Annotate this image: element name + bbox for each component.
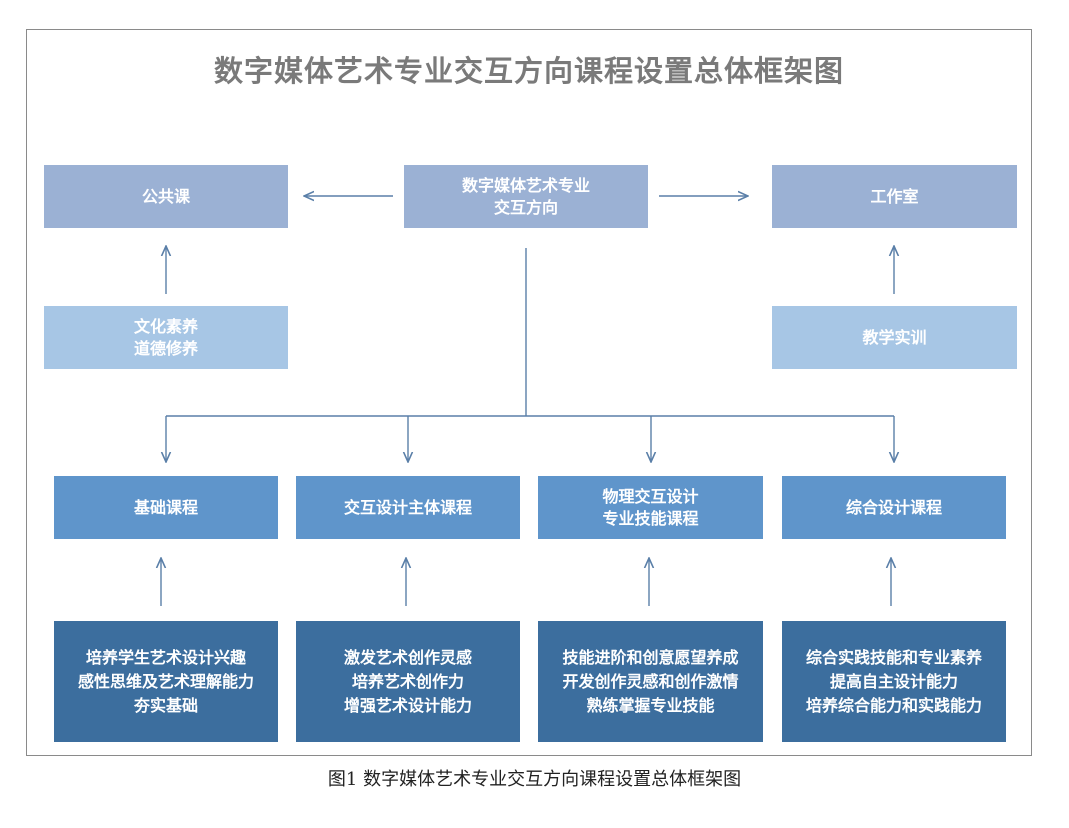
goal-line: 综合实践技能和专业素养: [805, 647, 982, 667]
goal-line: 培养艺术创作力: [351, 671, 464, 691]
public-course-label: 公共课: [141, 186, 190, 206]
course-title: 综合设计课程: [845, 497, 942, 517]
culture-line1: 文化素养: [133, 316, 198, 336]
center-major-box: 数字媒体艺术专业 交互方向: [404, 165, 648, 228]
goal-box-basic: 培养学生艺术设计兴趣 感性思维及艺术理解能力 夯实基础: [54, 621, 278, 742]
teaching-practice-box: 教学实训: [772, 306, 1017, 369]
goal-line: 提高自主设计能力: [829, 671, 958, 691]
course-box-basic: 基础课程: [54, 476, 278, 539]
goal-line: 夯实基础: [133, 695, 198, 715]
course-title-line2: 专业技能课程: [602, 508, 699, 528]
figure-caption: 图1 数字媒体艺术专业交互方向课程设置总体框架图: [327, 769, 742, 790]
course-title-line1: 物理交互设计: [602, 486, 699, 506]
goal-line: 增强艺术设计能力: [343, 695, 472, 715]
culture-line2: 道德修养: [133, 338, 198, 358]
teaching-practice-label: 教学实训: [862, 327, 927, 347]
goal-line: 熟练掌握专业技能: [586, 695, 715, 715]
goal-line: 激发艺术创作灵感: [343, 647, 472, 667]
goal-box-physical-interaction: 技能进阶和创意愿望养成 开发创作灵感和创作激情 熟练掌握专业技能: [538, 621, 763, 742]
goal-line: 开发创作灵感和创作激情: [562, 671, 739, 691]
studio-box: 工作室: [772, 165, 1017, 228]
culture-morality-box: 文化素养 道德修养: [44, 306, 288, 369]
course-title: 交互设计主体课程: [343, 497, 472, 517]
course-box-interaction-main: 交互设计主体课程: [296, 476, 520, 539]
course-title: 基础课程: [133, 497, 198, 517]
goal-line: 培养综合能力和实践能力: [805, 695, 982, 715]
diagram-frame: [26, 29, 1032, 756]
center-major-line2: 交互方向: [493, 197, 558, 217]
goal-box-comprehensive: 综合实践技能和专业素养 提高自主设计能力 培养综合能力和实践能力: [782, 621, 1006, 742]
public-course-box: 公共课: [44, 165, 288, 228]
diagram-title: 数字媒体艺术专业交互方向课程设置总体框架图: [213, 54, 844, 88]
goal-line: 技能进阶和创意愿望养成: [562, 647, 739, 667]
center-major-line1: 数字媒体艺术专业: [461, 175, 590, 195]
course-box-physical-interaction: 物理交互设计 专业技能课程: [538, 476, 763, 539]
goal-box-interaction-main: 激发艺术创作灵感 培养艺术创作力 增强艺术设计能力: [296, 621, 520, 742]
course-box-comprehensive: 综合设计课程: [782, 476, 1006, 539]
goal-line: 培养学生艺术设计兴趣: [85, 647, 246, 667]
goal-line: 感性思维及艺术理解能力: [77, 671, 254, 691]
studio-label: 工作室: [870, 186, 919, 206]
